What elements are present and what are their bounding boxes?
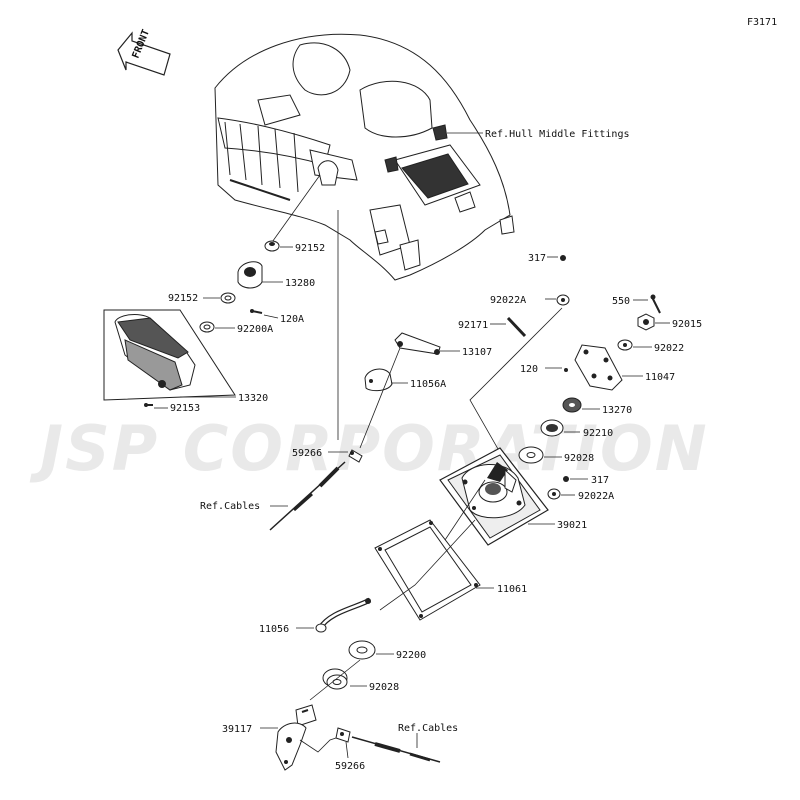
leader-120A (263, 314, 279, 319)
ref-hull-label[interactable]: Ref.Hull Middle Fittings (485, 129, 630, 140)
hull-leader-92152 (269, 174, 321, 246)
label-92200A[interactable]: 92200A (237, 324, 273, 335)
cable-lower[interactable] (351, 736, 441, 763)
cable-upper[interactable] (269, 461, 346, 531)
column-leader-a (379, 519, 476, 611)
bracket-cable-leader (359, 347, 401, 449)
part-11056-arm[interactable] (315, 597, 372, 633)
part-92028-washer-b[interactable] (322, 668, 348, 690)
label-92022[interactable]: 92022 (654, 343, 684, 354)
label-92171[interactable]: 92171 (458, 320, 488, 331)
part-92152-washer[interactable] (220, 292, 236, 304)
part-92015-nut[interactable] (637, 313, 655, 331)
label-11056A[interactable]: 11056A (410, 379, 446, 390)
figure-id: F3171 (747, 17, 777, 28)
label-11061[interactable]: 11061 (497, 584, 527, 595)
label-120[interactable]: 120 (520, 364, 538, 375)
part-13107-bracket[interactable] (394, 332, 441, 355)
part-13280-knob[interactable] (237, 261, 263, 289)
label-59266-a[interactable]: 59266 (292, 448, 322, 459)
label-92210[interactable]: 92210 (583, 428, 613, 439)
front-arrow-icon: FRONT (117, 28, 171, 76)
label-39117[interactable]: 39117 (222, 724, 252, 735)
right-upper-leader (469, 307, 563, 471)
label-120A[interactable]: 120A (280, 314, 304, 325)
column-leader-c (309, 659, 361, 701)
label-550[interactable]: 550 (612, 296, 630, 307)
label-92028-b[interactable]: 92028 (369, 682, 399, 693)
part-11047-bracket[interactable] (574, 344, 623, 391)
watermark-text: JSP CORPORATION (29, 412, 709, 485)
part-92022A-a[interactable] (556, 294, 570, 306)
part-317-a[interactable] (560, 255, 566, 261)
label-92015[interactable]: 92015 (672, 319, 702, 330)
label-ref-cables-a[interactable]: Ref.Cables (200, 501, 260, 512)
label-ref-cables-b[interactable]: Ref.Cables (398, 723, 458, 734)
column-leader-b (444, 479, 486, 541)
part-120A-screw[interactable] (250, 309, 263, 314)
label-11056[interactable]: 11056 (259, 624, 289, 635)
leader-59266-b (345, 741, 349, 759)
label-317-a[interactable]: 317 (528, 253, 546, 264)
label-92152-a[interactable]: 92152 (295, 243, 325, 254)
label-59266-b[interactable]: 59266 (335, 761, 365, 772)
part-92028-washer-a[interactable] (518, 446, 544, 464)
label-13107[interactable]: 13107 (462, 347, 492, 358)
label-92200[interactable]: 92200 (396, 650, 426, 661)
hull-body (214, 33, 515, 281)
part-92200A-washer[interactable] (199, 321, 215, 333)
part-13270-gear[interactable] (562, 397, 582, 413)
label-13280[interactable]: 13280 (285, 278, 315, 289)
label-92152-b[interactable]: 92152 (168, 293, 198, 304)
label-92028-a[interactable]: 92028 (564, 453, 594, 464)
part-550-screw[interactable] (650, 294, 661, 314)
part-39021-housing[interactable] (439, 447, 549, 546)
part-13320-assembly[interactable] (103, 309, 236, 401)
label-317-b[interactable]: 317 (591, 475, 609, 486)
part-92153-screw[interactable] (144, 403, 153, 407)
part-92210-spring[interactable] (540, 419, 564, 437)
part-59266-fitting-a[interactable] (348, 449, 363, 463)
label-13270[interactable]: 13270 (602, 405, 632, 416)
part-92171-pin[interactable] (506, 316, 527, 338)
part-39117-lever[interactable] (275, 704, 317, 771)
label-92153[interactable]: 92153 (170, 403, 200, 414)
part-92200-washer[interactable] (348, 640, 376, 660)
label-11047[interactable]: 11047 (645, 372, 675, 383)
label-39021[interactable]: 39021 (557, 520, 587, 531)
part-92152-nut[interactable] (264, 240, 280, 252)
label-13320[interactable]: 13320 (238, 393, 268, 404)
part-59266-fitting-b[interactable] (335, 727, 351, 743)
part-317-b[interactable] (563, 476, 569, 482)
part-120-screw[interactable] (564, 368, 568, 372)
label-92022A-a[interactable]: 92022A (490, 295, 526, 306)
part-11061-gasket[interactable] (374, 519, 481, 621)
part-92022-washer[interactable] (617, 339, 633, 351)
label-92022A-b[interactable]: 92022A (578, 491, 614, 502)
part-92022A-b[interactable] (547, 488, 561, 500)
part-11056A-plate[interactable] (364, 368, 393, 392)
